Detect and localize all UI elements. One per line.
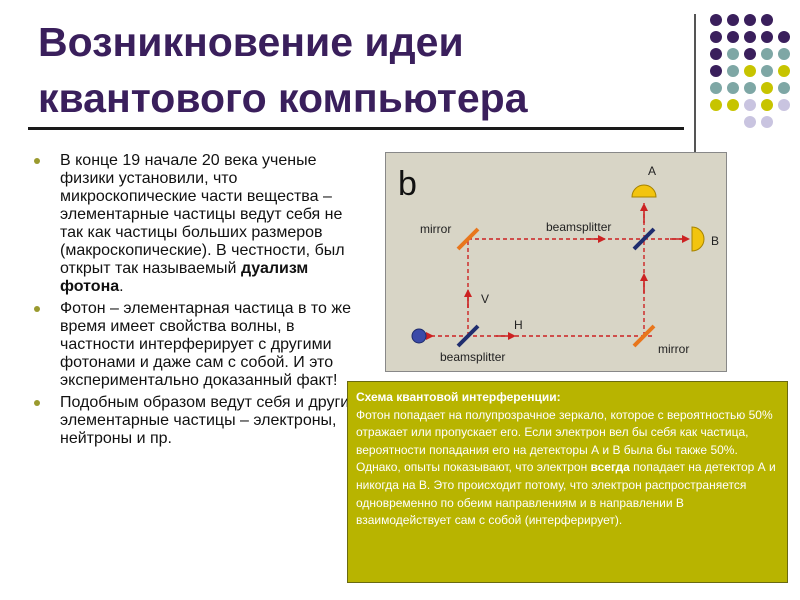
bullet-dot-icon	[34, 306, 40, 312]
label-path-h: H	[514, 318, 523, 332]
title-underline	[28, 127, 684, 130]
bullet-text: В конце 19 начале 20 века ученые физики …	[60, 152, 345, 277]
dot-decoration	[727, 31, 739, 43]
dot-decoration	[710, 65, 722, 77]
dot-decoration	[710, 99, 722, 111]
dot-decoration	[761, 48, 773, 60]
label-beamsplitter-bottom: beamsplitter	[440, 350, 505, 364]
bullet-item: В конце 19 начале 20 века ученые физики …	[34, 152, 364, 296]
dot-decoration	[761, 65, 773, 77]
half-disc-detector-icon	[691, 226, 705, 252]
half-disc-detector-icon	[631, 184, 657, 198]
title-line-1: Возникновение идеи	[38, 19, 464, 65]
sphere-source-icon	[411, 328, 427, 344]
dot-decoration	[778, 82, 790, 94]
bullet-text: Фотон – элементарная частица в то же вре…	[60, 300, 351, 389]
label-detector-b: B	[711, 234, 719, 248]
bullet-item: Подобным образом ведут себя и другие эле…	[34, 394, 364, 448]
dot-decoration	[710, 82, 722, 94]
bullet-dot-icon	[34, 400, 40, 406]
dot-decoration	[727, 65, 739, 77]
panel-letter: b	[398, 165, 417, 203]
interferometer-diagram: b A	[398, 164, 719, 364]
callout-bold-word: всегда	[590, 460, 630, 475]
dot-decoration	[710, 31, 722, 43]
label-mirror-top: mirror	[420, 222, 451, 236]
callout-caption: Схема квантовой интерференции:	[356, 390, 561, 404]
bullet-dot-icon	[34, 158, 40, 164]
interferometer-figure: b A	[385, 152, 727, 372]
bullet-text: Подобным образом ведут себя и другие эле…	[60, 394, 359, 447]
label-detector-a: A	[648, 164, 656, 178]
dot-decoration	[761, 14, 773, 26]
dot-decoration	[761, 116, 773, 128]
callout-text-tail: попадает на детектор А и никогда на В. Э…	[356, 460, 776, 528]
mirror-bottom-right	[632, 324, 656, 348]
dot-decoration	[744, 82, 756, 94]
vertical-divider	[694, 14, 696, 156]
dot-decoration	[778, 48, 790, 60]
title-line-2: квантового компьютера	[38, 75, 528, 121]
dot-decoration	[761, 31, 773, 43]
dot-decoration	[744, 99, 756, 111]
dot-decoration	[710, 14, 722, 26]
bullet-list: В конце 19 начале 20 века ученые физики …	[34, 152, 364, 452]
dot-decoration	[744, 14, 756, 26]
dot-decoration	[727, 82, 739, 94]
label-path-v: V	[481, 292, 489, 306]
interference-callout: Схема квантовой интерференции: Фотон поп…	[347, 381, 788, 583]
mirror-top-left	[456, 227, 480, 251]
dot-decoration	[778, 65, 790, 77]
dot-decoration	[761, 82, 773, 94]
bullet-item: Фотон – элементарная частица в то же вре…	[34, 300, 364, 390]
dot-decoration	[744, 116, 756, 128]
dot-decoration	[761, 99, 773, 111]
dot-decoration	[727, 14, 739, 26]
dot-decoration	[744, 65, 756, 77]
dot-decoration	[710, 48, 722, 60]
dot-decoration	[727, 48, 739, 60]
label-beamsplitter-top: beamsplitter	[546, 220, 611, 234]
dot-decoration	[778, 31, 790, 43]
dot-decoration	[778, 99, 790, 111]
bullet-bold-term: дуализм фотона	[60, 260, 309, 295]
callout-text: Фотон попадает на полупрозрачное зеркало…	[356, 407, 773, 475]
bullet-text-tail: .	[119, 278, 124, 295]
dot-decoration	[744, 31, 756, 43]
beamsplitter-bottom-left	[456, 324, 480, 348]
beamsplitter-top-right	[632, 227, 656, 251]
dot-decoration	[744, 48, 756, 60]
label-mirror-bottom: mirror	[658, 342, 689, 356]
dot-decoration	[727, 99, 739, 111]
slide-title: Возникновение идеи квантового компьютера	[38, 14, 638, 126]
